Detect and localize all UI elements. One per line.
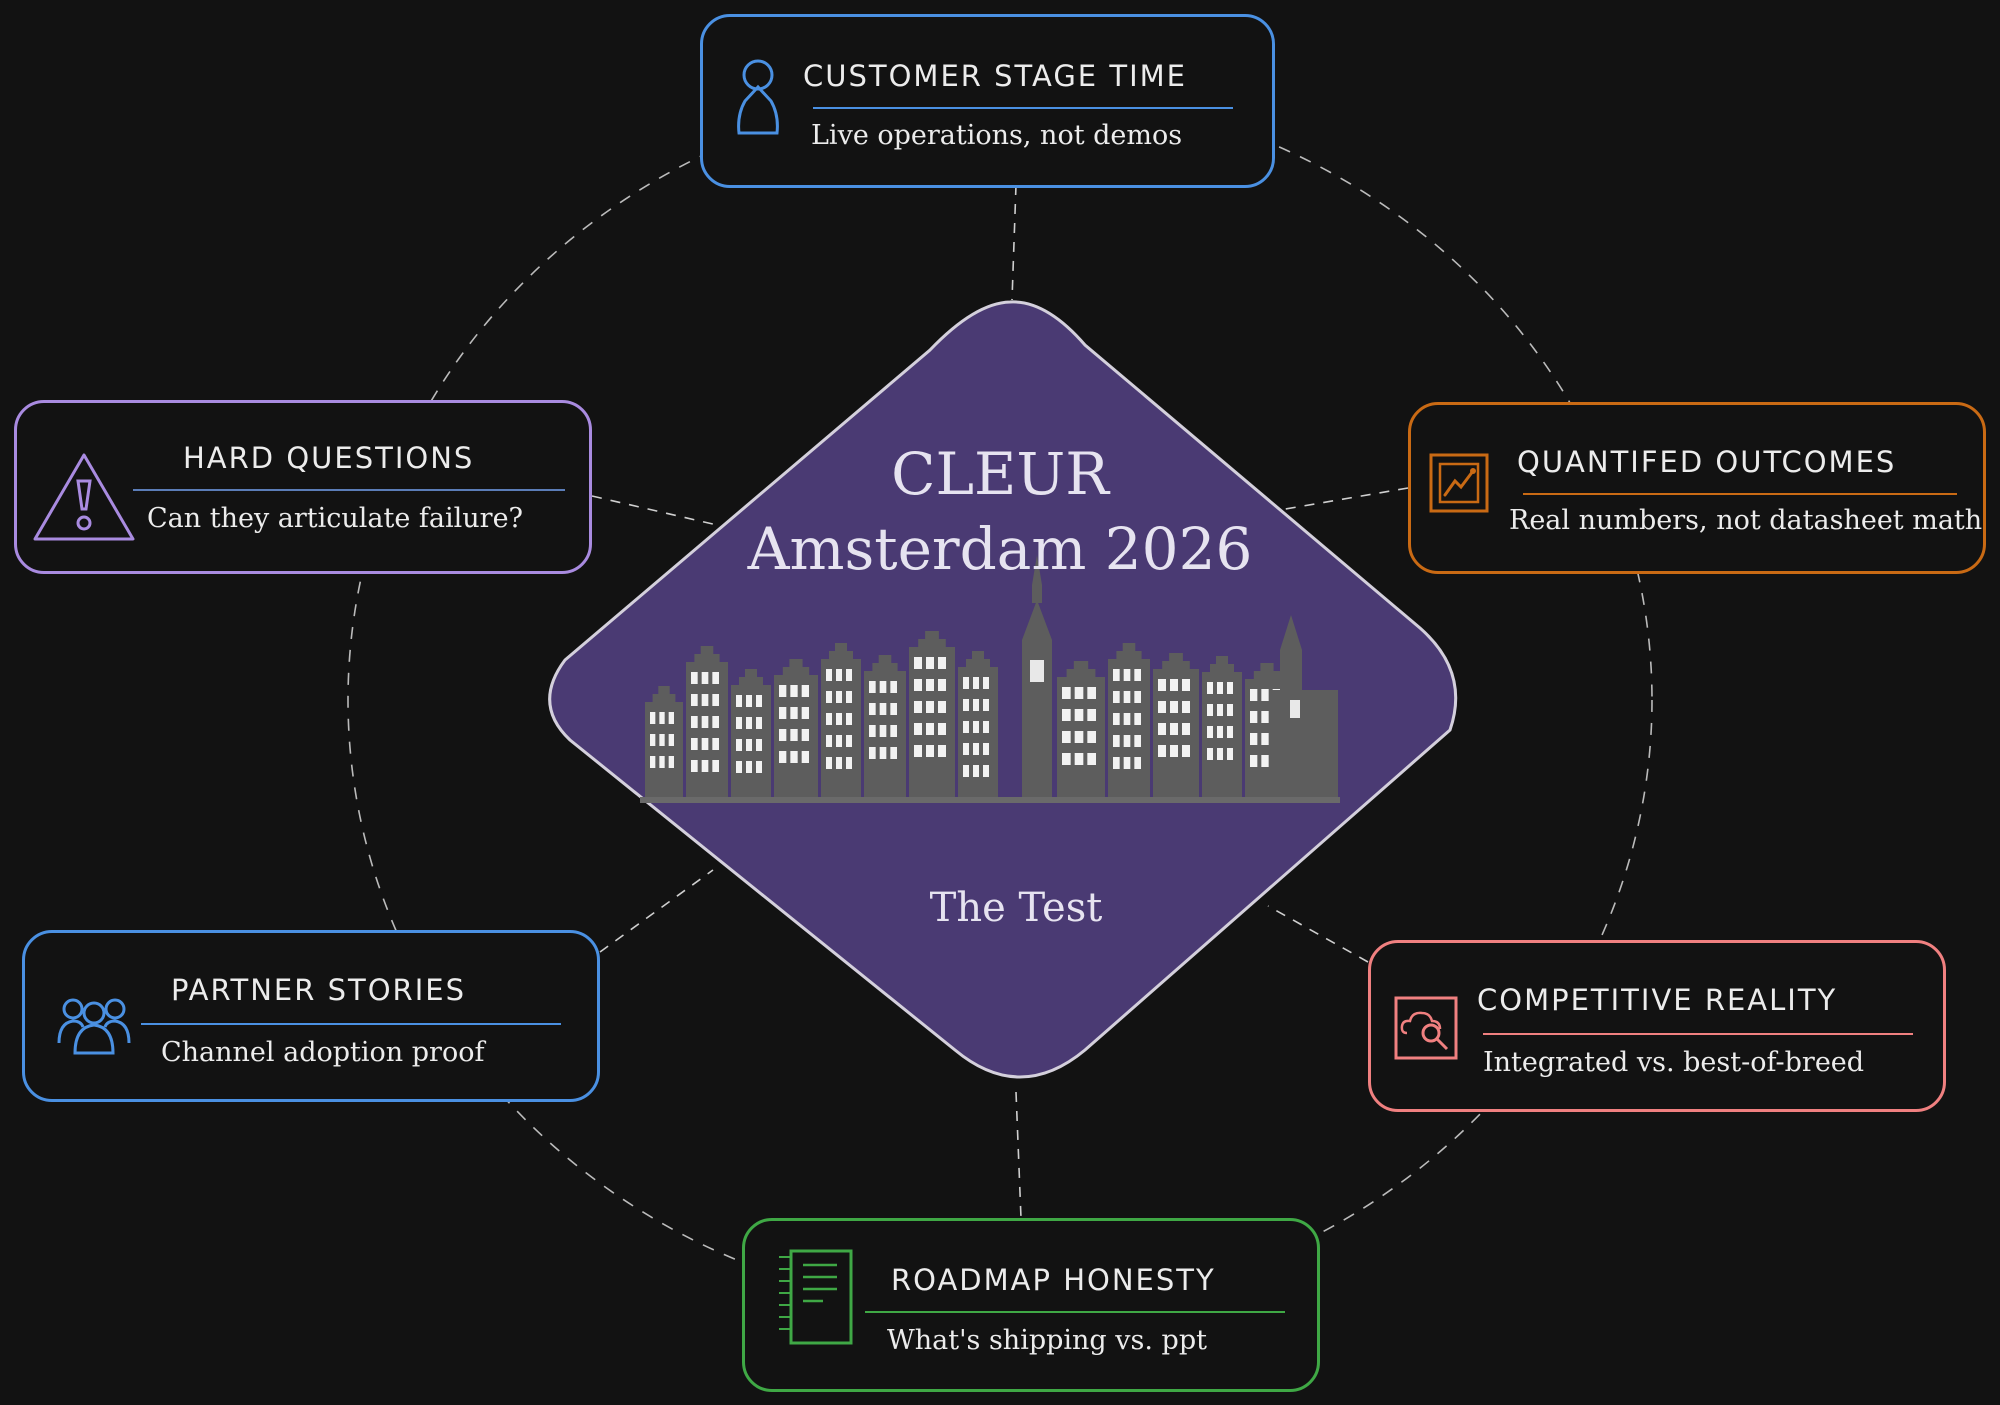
connector-partner xyxy=(599,869,714,953)
connector-quantified xyxy=(1267,487,1409,513)
center-subtitle: The Test xyxy=(929,885,1103,931)
chart-icon xyxy=(1427,451,1491,519)
card-title: ROADMAP HONESTY xyxy=(891,1263,1216,1297)
connector-roadmap xyxy=(1015,1091,1022,1219)
card-partner-stories[interactable]: PARTNER STORIES Channel adoption proof xyxy=(22,930,600,1102)
card-title: QUANTIFED OUTCOMES xyxy=(1517,445,1897,479)
card-roadmap-honesty[interactable]: ROADMAP HONESTY What's shipping vs. ppt xyxy=(742,1218,1320,1392)
card-competitive-reality[interactable]: COMPETITIVE REALITY Integrated vs. best-… xyxy=(1368,940,1946,1112)
card-quantified-outcomes[interactable]: QUANTIFED OUTCOMES Real numbers, not dat… xyxy=(1408,402,1986,574)
center-title-line1: CLEUR xyxy=(891,440,1109,508)
amsterdam-skyline-image xyxy=(640,555,1340,803)
card-title: CUSTOMER STAGE TIME xyxy=(803,59,1187,93)
card-hard-questions[interactable]: HARD QUESTIONS Can they articulate failu… xyxy=(14,400,592,574)
card-title: COMPETITIVE REALITY xyxy=(1477,983,1838,1017)
connector-competitive xyxy=(1267,905,1369,963)
connector-hard xyxy=(591,495,731,529)
title-underline xyxy=(1523,493,1957,495)
group-icon xyxy=(55,997,133,1061)
card-description: Live operations, not demos xyxy=(811,120,1183,151)
center-diamond xyxy=(548,300,1458,1079)
card-title: PARTNER STORIES xyxy=(171,973,466,1007)
card-description: What's shipping vs. ppt xyxy=(887,1325,1207,1356)
user-icon xyxy=(733,57,783,143)
cloud-search-icon xyxy=(1393,995,1459,1065)
card-description: Real numbers, not datasheet math xyxy=(1509,505,1983,536)
center-title-line2: Amsterdam 2026 xyxy=(747,515,1253,583)
title-underline xyxy=(1483,1033,1913,1035)
card-description: Channel adoption proof xyxy=(161,1037,485,1068)
document-icon xyxy=(775,1247,855,1351)
card-description: Can they articulate failure? xyxy=(147,503,524,534)
connector-customer xyxy=(1011,184,1017,301)
warning-icon xyxy=(31,451,137,547)
title-underline xyxy=(813,107,1233,109)
card-title: HARD QUESTIONS xyxy=(183,441,475,475)
title-underline xyxy=(133,489,565,491)
card-customer-stage-time[interactable]: CUSTOMER STAGE TIME Live operations, not… xyxy=(700,14,1275,188)
title-underline xyxy=(141,1023,561,1025)
card-description: Integrated vs. best-of-breed xyxy=(1483,1047,1865,1078)
title-underline xyxy=(865,1311,1285,1313)
connectors xyxy=(591,184,1409,1219)
